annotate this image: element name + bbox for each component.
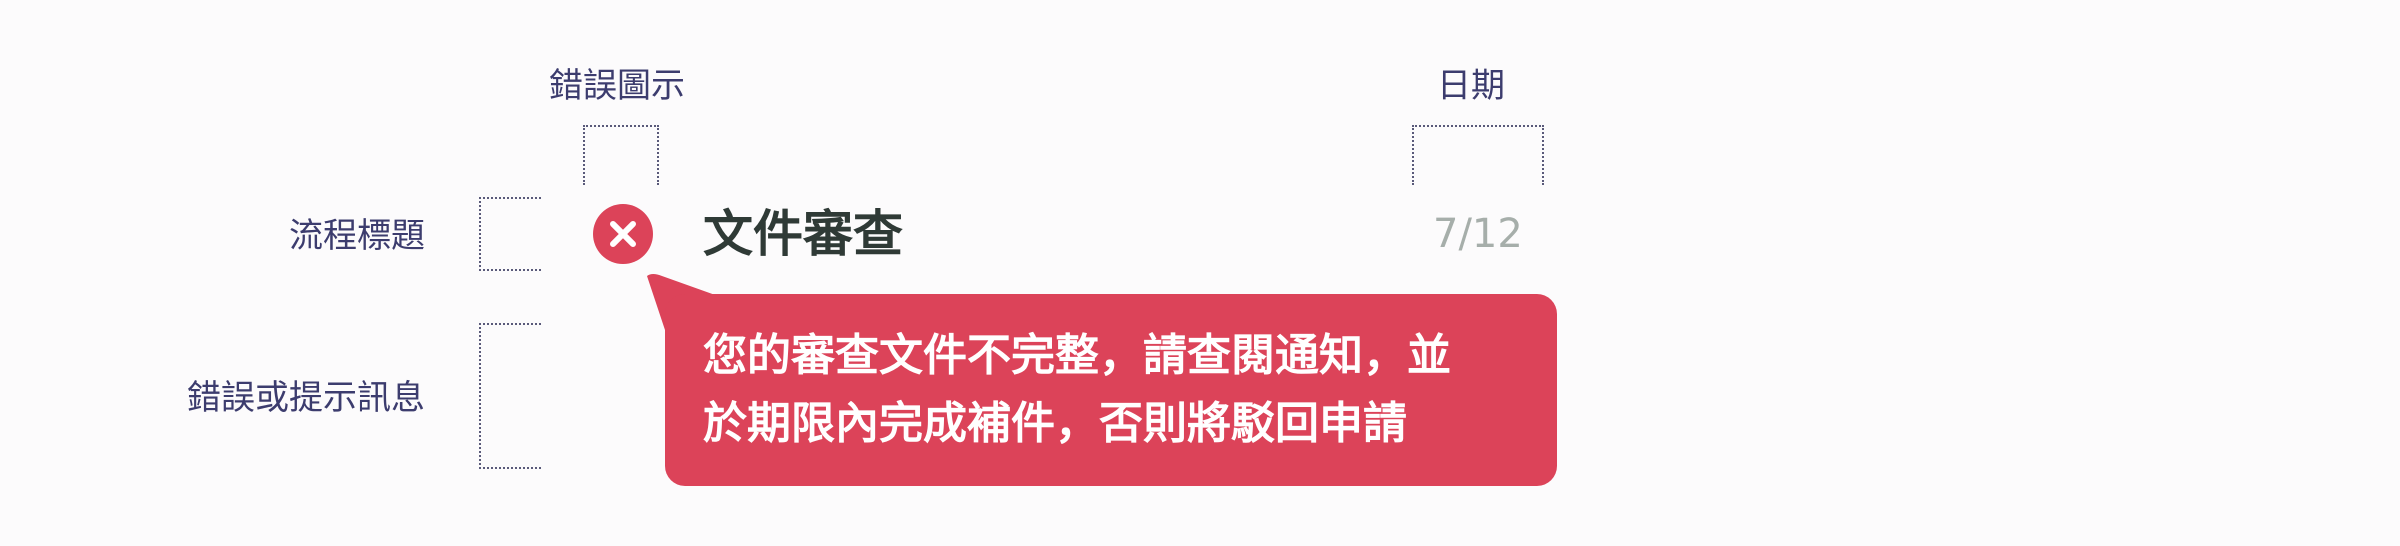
step-title: 文件審查 <box>703 205 903 263</box>
date-bracket <box>1412 125 1544 185</box>
close-x-icon <box>610 221 636 247</box>
date-annotation-label: 日期 <box>1437 66 1505 106</box>
step-title-annotation-label: 流程標題 <box>289 216 425 256</box>
step-date: 7/12 <box>1433 211 1523 257</box>
message-bracket <box>479 323 541 469</box>
error-icon-bracket <box>583 125 659 185</box>
error-message-bubble: 您的審查文件不完整，請查閱通知，並 於期限內完成補件，否則將駁回申請 <box>665 294 1557 486</box>
step-title-bracket <box>479 197 541 271</box>
message-annotation-label: 錯誤或提示訊息 <box>187 378 425 418</box>
error-message-line-2: 於期限內完成補件，否則將駁回申請 <box>703 398 1407 449</box>
error-icon <box>593 204 653 264</box>
error-icon-annotation-label: 錯誤圖示 <box>549 66 685 106</box>
error-message-line-1: 您的審查文件不完整，請查閱通知，並 <box>703 330 1451 381</box>
